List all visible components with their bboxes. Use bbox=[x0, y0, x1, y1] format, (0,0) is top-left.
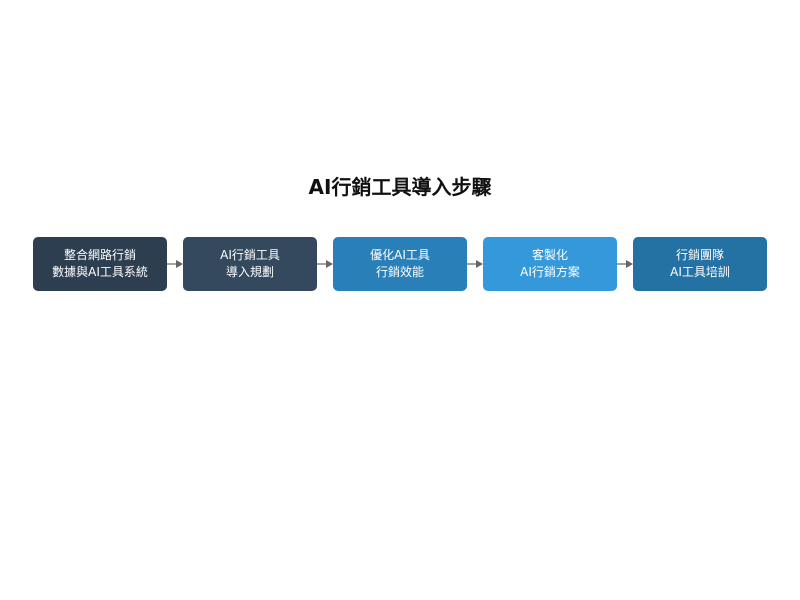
step-box-2: AI行銷工具 導入規劃 bbox=[183, 237, 317, 291]
step-1-line-1: 整合網路行銷 bbox=[63, 248, 136, 262]
step-5-line-1: 行銷團隊 bbox=[675, 248, 724, 262]
step-1-line-2: 數據與AI工具系統 bbox=[52, 265, 148, 279]
step-4-line-1: 客製化 bbox=[531, 248, 568, 262]
arrow-right-icon bbox=[167, 260, 183, 268]
step-4-line-2: AI行銷方案 bbox=[520, 265, 580, 279]
step-3-line-2: 行銷效能 bbox=[375, 265, 424, 279]
step-box-3: 優化AI工具 行銷效能 bbox=[333, 237, 467, 291]
step-2-line-1: AI行銷工具 bbox=[220, 248, 280, 262]
process-flow: 整合網路行銷 數據與AI工具系統 AI行銷工具 導入規劃 優化AI工具 行銷效能… bbox=[33, 237, 767, 291]
arrow-right-icon bbox=[617, 260, 633, 268]
arrow-right-icon bbox=[317, 260, 333, 268]
step-box-5: 行銷團隊 AI工具培訓 bbox=[633, 237, 767, 291]
step-box-4: 客製化 AI行銷方案 bbox=[483, 237, 617, 291]
step-box-1: 整合網路行銷 數據與AI工具系統 bbox=[33, 237, 167, 291]
arrow-right-icon bbox=[467, 260, 483, 268]
step-5-line-2: AI工具培訓 bbox=[670, 265, 730, 279]
diagram-title: AI行銷工具導入步驟 bbox=[308, 175, 492, 199]
step-3-line-1: 優化AI工具 bbox=[370, 248, 430, 262]
step-2-line-2: 導入規劃 bbox=[225, 265, 274, 279]
